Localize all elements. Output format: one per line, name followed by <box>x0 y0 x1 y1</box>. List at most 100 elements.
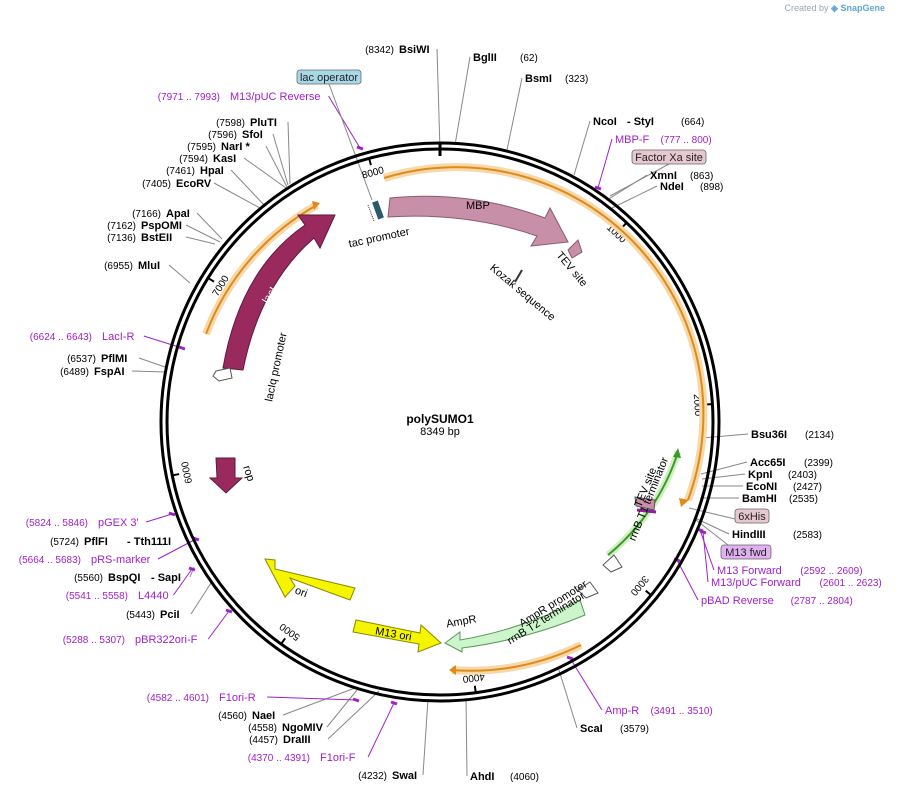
enzyme-site-bamhi[interactable]: BamHI(2535) <box>742 493 818 505</box>
primer-m13-puc-forward[interactable]: M13/pUC Forward(2601 .. 2623) <box>711 577 882 589</box>
enzyme-site-fspai[interactable]: (6489)FspAI <box>60 366 124 378</box>
enzyme-position: (2399) <box>804 458 833 469</box>
enzyme-position: (7594) <box>179 154 208 165</box>
enzyme-site-apai[interactable]: (7166)ApaI <box>132 208 190 220</box>
enzyme-site-econi[interactable]: EcoNI(2427) <box>746 481 822 493</box>
enzyme-site-bsiwi[interactable]: (8342)BsiWI <box>365 44 429 56</box>
enzyme-site-naei[interactable]: (4560)NaeI <box>218 710 275 722</box>
tick-5000 <box>280 637 286 645</box>
tick-3000 <box>645 589 652 596</box>
primer-pbr322ori-f[interactable]: (5288 .. 5307)pBR322ori-F <box>63 634 198 646</box>
primer-leader-line <box>699 529 715 571</box>
enzyme-site-ndei[interactable]: NdeI(898) <box>660 181 723 193</box>
enzyme-site-kpni[interactable]: KpnI(2403) <box>748 469 817 481</box>
enzyme-leader-line <box>611 185 658 209</box>
primer-pgex-3[interactable]: (5824 .. 5846)pGEX 3' <box>26 517 139 529</box>
enzyme-site-bsmi[interactable]: BsmI(323) <box>525 73 588 85</box>
enzyme-leader-line <box>282 687 356 716</box>
enzyme-site-kasi[interactable]: (7594)KasI <box>179 153 236 165</box>
enzyme-site-ncoi[interactable]: NcoI- StyI(664) <box>593 116 704 128</box>
primer-l4440[interactable]: (5541 .. 5558)L4440 <box>66 590 169 602</box>
enzyme-site-bsu36i[interactable]: Bsu36I(2134) <box>751 429 834 441</box>
enzyme-leader-line <box>557 666 578 729</box>
enzyme-leader-line <box>190 582 212 615</box>
ampr-orf-arc <box>451 644 582 672</box>
enzyme-name: EcoNI <box>746 481 777 493</box>
primer-name: M13 Forward <box>717 565 782 577</box>
primer-position: (777 .. 800) <box>661 135 712 146</box>
enzyme-site-pflmi[interactable]: (6537)PflMI <box>67 353 127 365</box>
feature-label-ampr: AmpR <box>445 613 477 630</box>
enzyme-position: (6955) <box>104 261 133 272</box>
primer-name: MBP-F <box>615 134 650 146</box>
primer-binding-mark <box>566 655 574 661</box>
enzyme-site-xmni[interactable]: XmnI(863) <box>650 170 713 182</box>
enzyme-site-ahdi[interactable]: AhdI(4060) <box>470 771 539 783</box>
enzyme-position: (7598) <box>216 118 245 129</box>
primer-mbp-f[interactable]: MBP-F (777 .. 800) <box>615 134 712 146</box>
enzyme-site-pcii[interactable]: (5443)PciI <box>126 609 179 621</box>
primer-laci-r[interactable]: (6624 .. 6643)LacI-R <box>30 331 135 343</box>
primer-f1ori-f[interactable]: (4370 .. 4391)F1ori-F <box>248 752 356 764</box>
primer-pbad-reverse[interactable]: pBAD Reverse(2787 .. 2804) <box>701 595 853 607</box>
enzyme-site-ecorv[interactable]: (7405)EcoRV <box>142 178 212 190</box>
enzyme-leader-line <box>422 698 429 776</box>
enzyme-site-bglii[interactable]: BglII(62) <box>473 52 538 64</box>
enzyme-name: FspAI <box>94 366 125 378</box>
enzyme-site-hindiii[interactable]: HindIII(2583) <box>732 529 822 541</box>
enzyme-site-pluti[interactable]: (7598)PluTI <box>216 117 277 129</box>
enzyme-leader-line <box>196 212 223 240</box>
enzyme-position: (7595) <box>187 142 216 153</box>
boxed-label-lac-operator[interactable]: lac operator <box>296 69 362 85</box>
enzyme-site-acc65i[interactable]: Acc65I(2399) <box>750 457 833 469</box>
enzyme-labels: (8342)BsiWI BglII(62) BsmI(323) NcoI- StyI(… <box>50 44 834 783</box>
snapgene-credit: Created by ◈ SnapGene <box>785 3 886 14</box>
enzyme-site-pspomi[interactable]: (7162)PspOMI <box>107 220 182 232</box>
enzyme-site-draiii[interactable]: (4457)DraIII <box>249 734 310 746</box>
enzyme-leader-line <box>701 473 746 480</box>
enzyme-site-nari[interactable]: (7595) NarI * <box>187 141 250 153</box>
tick-4000 <box>473 685 477 693</box>
enzyme-name: BspQI <box>108 572 140 584</box>
enzyme-site-bsteii[interactable]: (7136)BstEII <box>107 232 172 244</box>
enzyme-site-hpai[interactable]: (7461)HpaI <box>166 165 224 177</box>
primer-prs-marker[interactable]: (5664 .. 5683)pRS-marker <box>19 554 151 566</box>
primer-amp-r[interactable]: Amp-R(3491 .. 3510) <box>605 705 713 717</box>
primer-position: (5541 .. 5558) <box>66 591 128 602</box>
enzyme-position: (5560) <box>74 573 103 584</box>
enzyme-position: (6537) <box>67 354 96 365</box>
primer-leader-line <box>328 95 361 149</box>
primer-f1ori-r[interactable]: (4582 .. 4601)F1ori-R <box>147 692 256 704</box>
tick-label-3000: 3000 <box>628 573 651 598</box>
enzyme-name: BstEII <box>141 232 172 244</box>
ampr-promoter-arrow <box>577 581 599 599</box>
enzyme-site-pflfi[interactable]: (5724)PflFI- Tth111I <box>50 536 171 548</box>
enzyme-site-scai[interactable]: ScaI(3579) <box>580 723 649 735</box>
feature-label-ori: ori <box>293 585 309 600</box>
feature-arrows <box>208 195 657 653</box>
enzyme-site-mlui[interactable]: (6955)MluI <box>104 260 160 272</box>
primer-m13-forward[interactable]: M13 Forward (2592 .. 2609) <box>717 565 863 577</box>
enzyme-name: NarI * <box>221 141 250 153</box>
primer-position: (5288 .. 5307) <box>63 635 125 646</box>
primer-name: F1ori-R <box>219 692 256 704</box>
enzyme-site-bspqi[interactable]: (5560)BspQI- SapI <box>74 572 181 584</box>
enzyme-site-swai[interactable]: (4232)SwaI <box>358 770 417 782</box>
primer-name: LacI-R <box>102 331 134 343</box>
boxed-label-m13-fwd[interactable]: M13 fwd <box>720 544 772 560</box>
enzyme-site-ngomiv[interactable]: (4558)NgoMIV <box>248 722 324 734</box>
enzyme-site-sfoi[interactable]: (7596)SfoI <box>208 129 263 141</box>
tev-site-1-arrow <box>567 239 583 259</box>
boxed-label-6xhis[interactable]: 6xHis <box>734 508 770 524</box>
primer-m13-puc-reverse[interactable]: (7971 .. 7993)M13/pUC Reverse <box>158 91 321 103</box>
lac-operator-mark <box>372 200 384 220</box>
primer-name: M13/pUC Forward <box>711 577 801 589</box>
enzyme-leader-line <box>185 236 216 245</box>
primer-leader-line <box>145 513 173 523</box>
tick-6000 <box>172 473 180 477</box>
enzyme-name: SwaI <box>392 770 417 782</box>
boxed-label-factor-xa-site[interactable]: Factor Xa site <box>631 149 707 165</box>
enzyme-name: PciI <box>160 609 180 621</box>
primer-position: (2592 .. 2609) <box>800 566 862 577</box>
snapgene-logo-icon: ◈ <box>831 3 838 13</box>
